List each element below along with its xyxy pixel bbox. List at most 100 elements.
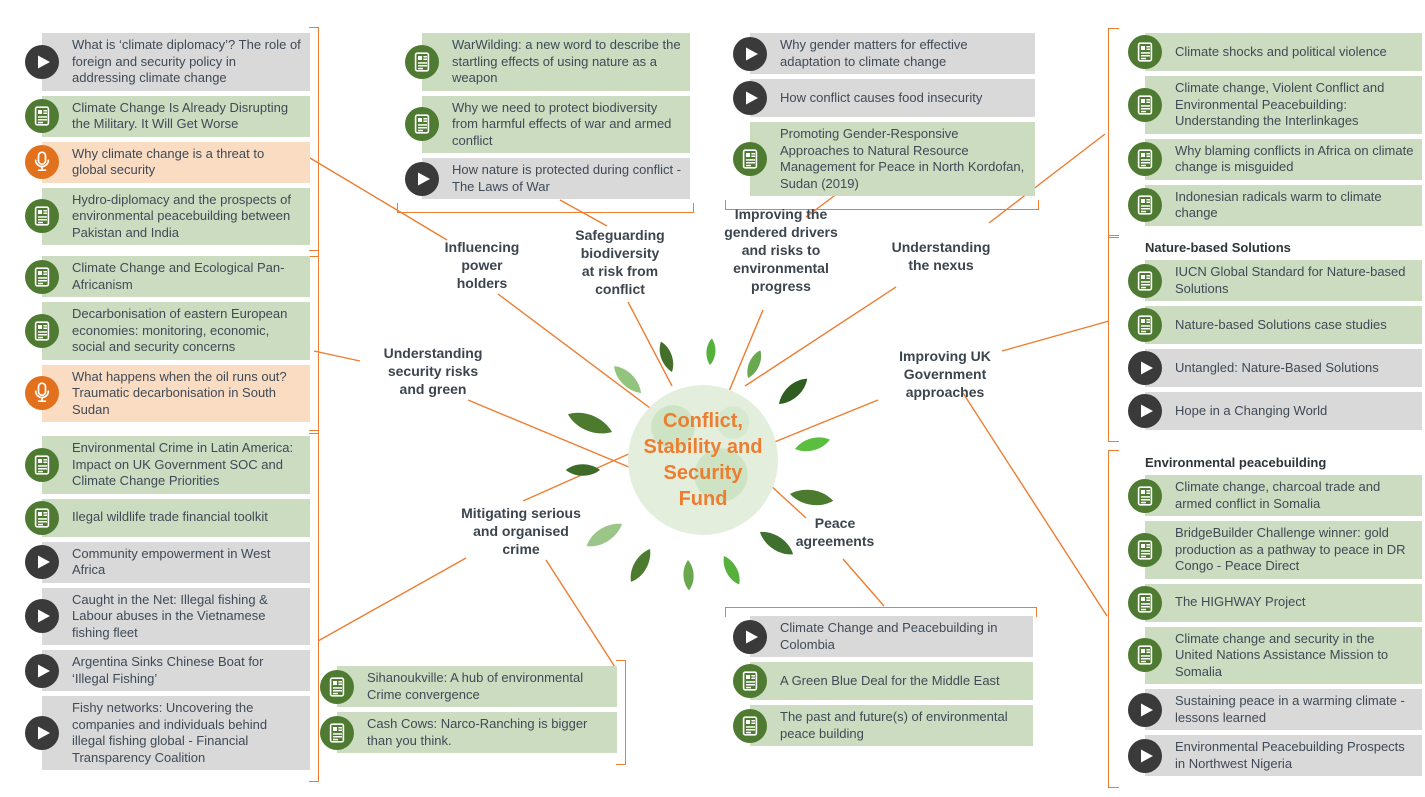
resource-title: IUCN Global Standard for Nature-based So… [1145, 260, 1422, 301]
resource-title: Environmental Crime in Latin America: Im… [42, 436, 310, 494]
resource-item[interactable]: Fishy networks: Uncovering the companies… [25, 696, 310, 770]
cluster-rows: Sihanoukville: A hub of environmental Cr… [320, 666, 617, 753]
resource-title: Climate change and security in the Unite… [1145, 626, 1422, 684]
play-icon [25, 44, 59, 79]
document-icon [733, 664, 767, 698]
play-icon [1128, 738, 1162, 773]
resource-item[interactable]: Climate change, Violent Conflict and Env… [1128, 76, 1422, 134]
resource-title: Sihanoukville: A hub of environmental Cr… [337, 666, 617, 707]
resource-item[interactable]: Ilegal wildlife trade financial toolkit [25, 498, 310, 537]
document-icon [1128, 188, 1162, 222]
resource-title: Caught in the Net: Illegal fishing & Lab… [42, 587, 310, 645]
cluster-bracket [1108, 28, 1119, 238]
resource-title: What happens when the oil runs out? Trau… [42, 364, 310, 422]
resource-item[interactable]: Environmental Peacebuilding Prospects in… [1128, 735, 1422, 776]
resource-item[interactable]: Environmental Crime in Latin America: Im… [25, 436, 310, 494]
document-icon [25, 99, 59, 133]
play-icon [405, 161, 439, 196]
document-icon [1128, 478, 1162, 513]
resource-item[interactable]: Untangled: Nature-Based Solutions [1128, 349, 1422, 387]
resource-title: How conflict causes food insecurity [750, 79, 1035, 117]
cluster-rows: Why gender matters for effective adaptat… [733, 33, 1035, 196]
resource-item[interactable]: Why we need to protect biodiversity from… [405, 95, 690, 153]
resource-item[interactable]: Community empowerment in West Africa [25, 541, 310, 583]
resource-item[interactable]: Promoting Gender-Responsive Approaches t… [733, 122, 1035, 196]
play-icon [25, 653, 59, 688]
branch-label-understanding-security-risks: Understanding security risks and green [383, 345, 483, 397]
resource-item[interactable]: Sihanoukville: A hub of environmental Cr… [320, 666, 617, 707]
resource-item[interactable]: IUCN Global Standard for Nature-based So… [1128, 260, 1422, 301]
center-node-globe: Conflict, Stability and Security Fund [628, 385, 778, 535]
resource-item[interactable]: BridgeBuilder Challenge winner: gold pro… [1128, 521, 1422, 579]
resource-item[interactable]: Climate shocks and political violence [1128, 33, 1422, 71]
cluster-rows: Climate Change and Ecological Pan-Africa… [25, 256, 310, 422]
resource-item[interactable]: What happens when the oil runs out? Trau… [25, 364, 310, 422]
document-icon [733, 708, 767, 743]
document-icon [25, 259, 59, 294]
document-icon [320, 715, 354, 750]
play-icon [1128, 394, 1162, 428]
document-icon [1128, 638, 1162, 673]
resource-title: A Green Blue Deal for the Middle East [750, 662, 1033, 700]
document-icon [25, 500, 59, 535]
resource-item[interactable]: Caught in the Net: Illegal fishing & Lab… [25, 587, 310, 645]
resource-item[interactable]: The HIGHWAY Project [1128, 583, 1422, 622]
play-icon [1128, 692, 1162, 727]
resource-item[interactable]: Argentina Sinks Chinese Boat for ‘Illega… [25, 650, 310, 691]
resource-item[interactable]: WarWilding: a new word to describe the s… [405, 33, 690, 91]
resource-item[interactable]: Why climate change is a threat to global… [25, 141, 310, 183]
resource-title: Argentina Sinks Chinese Boat for ‘Illega… [42, 650, 310, 691]
resource-title: Untangled: Nature-Based Solutions [1145, 349, 1422, 387]
document-icon [405, 107, 439, 142]
document-icon [25, 199, 59, 234]
branch-label-peace-agreements: Peace agreements [795, 515, 875, 549]
document-icon [405, 44, 439, 79]
document-icon [1128, 35, 1162, 69]
resource-title: How nature is protected during conflict … [422, 158, 690, 199]
cluster-bracket [725, 200, 1039, 210]
cluster-bracket [309, 250, 319, 434]
resource-item[interactable]: Nature-based Solutions case studies [1128, 306, 1422, 344]
resource-item[interactable]: Why blaming conflicts in Africa on clima… [1128, 138, 1422, 180]
resource-item[interactable]: Climate change and security in the Unite… [1128, 626, 1422, 684]
cluster-bracket [309, 27, 319, 257]
resource-item[interactable]: What is ‘climate diplomacy’? The role of… [25, 33, 310, 91]
resource-item[interactable]: Why gender matters for effective adaptat… [733, 33, 1035, 74]
resource-title: Climate Change and Ecological Pan-Africa… [42, 256, 310, 297]
branch-label-understanding-the-nexus: Understanding the nexus [891, 239, 991, 273]
branch-lines [309, 133, 1110, 668]
play-icon [25, 545, 59, 579]
resource-item[interactable]: Decarbonisation of eastern European econ… [25, 302, 310, 360]
resource-item[interactable]: Hydro-diplomacy and the prospects of env… [25, 187, 310, 245]
resource-item[interactable]: How nature is protected during conflict … [405, 158, 690, 199]
branch-label-safeguarding-biodiversity: Safeguarding biodiversity at risk from c… [575, 227, 665, 297]
resource-item[interactable]: Hope in a Changing World [1128, 392, 1422, 430]
resource-item[interactable]: Climate change, charcoal trade and armed… [1128, 475, 1422, 516]
resource-item[interactable]: The past and future(s) of environmental … [733, 705, 1033, 746]
resource-item[interactable]: Indonesian radicals warm to climate chan… [1128, 184, 1422, 226]
resource-item[interactable]: Climate Change and Peacebuilding in Colo… [733, 616, 1033, 657]
resource-cluster-organised-crime: Environmental Crime in Latin America: Im… [25, 430, 319, 782]
cluster-bracket [1108, 235, 1119, 442]
play-icon [733, 619, 767, 654]
resource-title: Climate shocks and political violence [1145, 33, 1422, 71]
resource-title: Sustaining peace in a warming climate - … [1145, 689, 1422, 730]
resource-item[interactable]: Climate Change and Ecological Pan-Africa… [25, 256, 310, 297]
resource-title: Climate Change and Peacebuilding in Colo… [750, 616, 1033, 657]
cluster-bracket [1108, 450, 1119, 788]
resource-title: WarWilding: a new word to describe the s… [422, 33, 690, 91]
resource-title: Climate change, Violent Conflict and Env… [1145, 76, 1422, 134]
resource-cluster-crime-convergence: Sihanoukville: A hub of environmental Cr… [320, 660, 626, 765]
resource-title: Hope in a Changing World [1145, 392, 1422, 430]
document-icon [1128, 585, 1162, 620]
resource-item[interactable]: How conflict causes food insecurity [733, 79, 1035, 117]
resource-item[interactable]: A Green Blue Deal for the Middle East [733, 662, 1033, 700]
resource-title: Community empowerment in West Africa [42, 541, 310, 583]
resource-item[interactable]: Cash Cows: Narco-Ranching is bigger than… [320, 712, 617, 753]
resource-item[interactable]: Climate Change Is Already Disrupting the… [25, 95, 310, 137]
resource-item[interactable]: Sustaining peace in a warming climate - … [1128, 689, 1422, 730]
cluster-header: Nature-based Solutions [1145, 240, 1291, 255]
